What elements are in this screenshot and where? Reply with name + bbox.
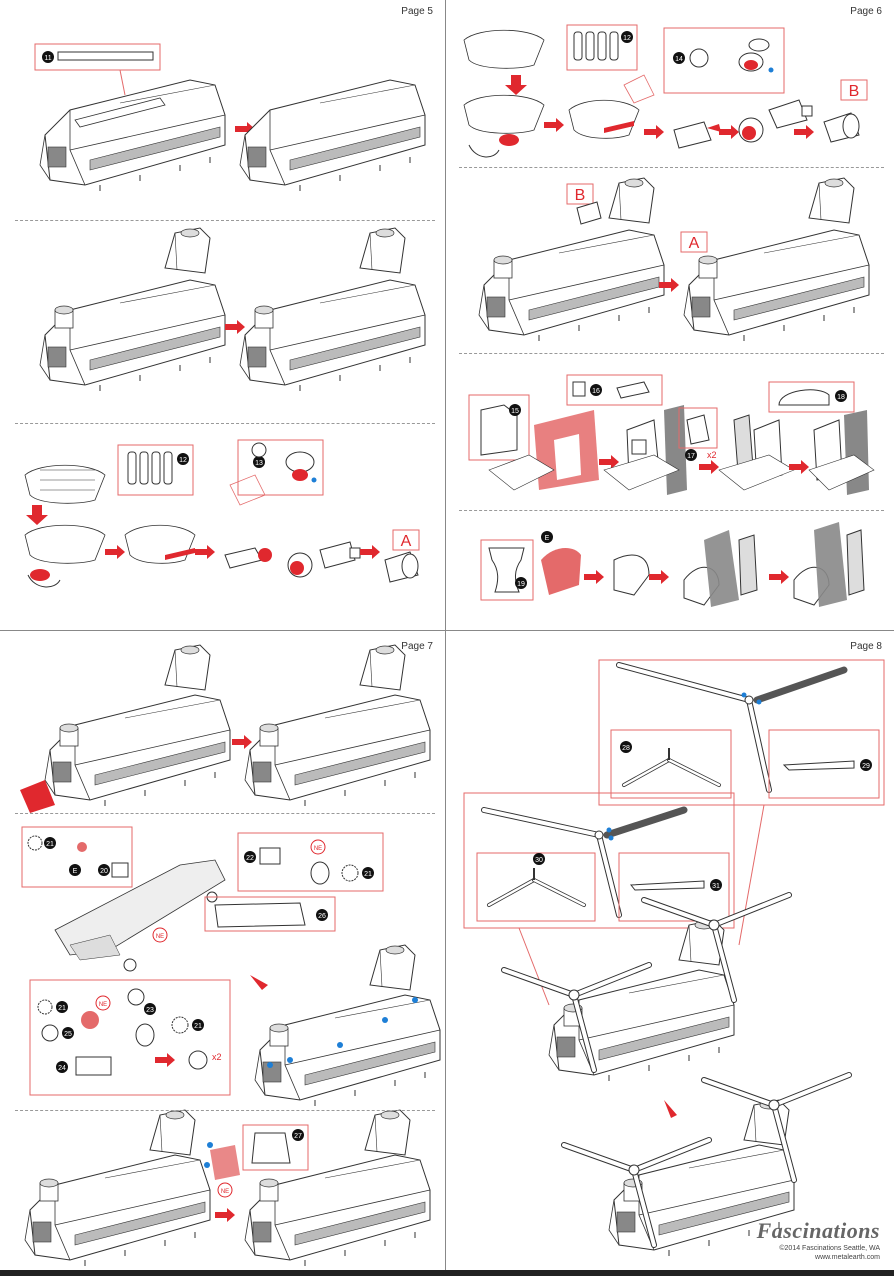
step-12-callout [117, 444, 194, 496]
page-7-panel: Page 7 21 E 20 [0, 635, 445, 1276]
section-divider [459, 510, 884, 511]
step-number: 15 [511, 408, 519, 415]
step-16-callout [566, 374, 663, 406]
label-A: A [401, 533, 412, 550]
page-number: Page 6 [850, 6, 882, 17]
step-11-callout [34, 43, 161, 71]
page-8-illustration: 28 29 [463, 659, 885, 1257]
step-number: 11 [44, 55, 51, 62]
multiplier-label: x2 [212, 1052, 222, 1062]
step-17-callout [678, 407, 718, 449]
section-divider [459, 167, 884, 168]
step-number: 16 [592, 388, 600, 395]
label-E: E [545, 535, 550, 542]
step-number: 21 [364, 871, 372, 878]
label-B: B [575, 187, 586, 204]
step-13-callout [237, 439, 324, 496]
step-number: 17 [687, 453, 695, 460]
step-number: 22 [246, 855, 254, 862]
page-7-illustration: 21 E 20 NE 22 NE 21 26 [20, 644, 441, 1267]
step-number: 19 [517, 581, 525, 588]
step-20-21-callout [21, 826, 133, 888]
step-number: 13 [255, 460, 263, 467]
step-number: 30 [535, 857, 543, 864]
page-number: Page 8 [850, 641, 882, 652]
step-number: 31 [712, 883, 720, 890]
step-number: 12 [179, 457, 187, 464]
multiplier-label: x2 [707, 450, 717, 460]
step-number: 24 [58, 1065, 66, 1072]
page-number: Page 5 [401, 6, 433, 17]
step-number: 18 [837, 394, 845, 401]
step-number: 21 [58, 1005, 66, 1012]
step-26-callout [204, 896, 336, 932]
step-number: 25 [64, 1031, 72, 1038]
section-divider [15, 220, 435, 221]
page-5-illustration: 11 12 [24, 43, 426, 588]
label-B: B [849, 83, 860, 100]
page-5-panel: Page 5 11 [0, 0, 445, 630]
step-15-callout [468, 394, 530, 461]
step-21-25-callout [29, 979, 231, 1096]
section-divider [15, 813, 435, 814]
label-NE: NE [156, 934, 164, 940]
page-6-panel: Page 6 12 14 [449, 0, 894, 630]
label-E: E [73, 868, 78, 875]
step-number: 21 [46, 841, 54, 848]
page-8-panel: Page 8 28 [449, 635, 894, 1276]
section-divider [459, 353, 884, 354]
step-badge [42, 51, 54, 63]
page-6-illustration: 12 14 B [463, 24, 875, 607]
copyright-text: ©2014 Fascinations Seattle, WA [779, 1245, 880, 1252]
step-number: 21 [194, 1023, 202, 1030]
brand-block: Fascinations ©2014 Fascinations Seattle,… [757, 1218, 880, 1262]
step-number: 29 [862, 763, 870, 770]
label-NE: NE [99, 1002, 107, 1008]
step-number: 12 [623, 35, 631, 42]
step-number: 26 [318, 913, 326, 920]
label-A: A [689, 235, 700, 252]
step-number: 28 [622, 745, 630, 752]
page-number: Page 7 [401, 641, 433, 652]
label-A-box [392, 529, 420, 551]
brand-logo: Fascinations [756, 1218, 880, 1243]
horizontal-divider [0, 630, 894, 635]
down-arrow [26, 505, 48, 525]
step-28-29-callout [598, 659, 885, 806]
step-21-22-callout [237, 832, 384, 892]
step-30-31-callout [463, 792, 735, 929]
step-18-callout [768, 381, 855, 413]
vertical-divider [445, 0, 450, 1276]
step-19-callout [480, 539, 534, 601]
step-number: 23 [146, 1007, 154, 1014]
bottom-bar [0, 1270, 894, 1276]
step-number: 14 [675, 56, 683, 63]
down-arrow [664, 1100, 677, 1118]
step-number: 27 [294, 1133, 302, 1140]
section-divider [15, 1110, 435, 1111]
step-27-callout [242, 1124, 309, 1171]
label-NE: NE [221, 1189, 229, 1195]
section-divider [15, 423, 435, 424]
step-14-callout [663, 27, 785, 94]
step-number: 20 [100, 868, 108, 875]
label-NE: NE [314, 846, 322, 852]
website-url: www.metalearth.com [815, 1254, 880, 1261]
label-B-box [840, 79, 868, 101]
